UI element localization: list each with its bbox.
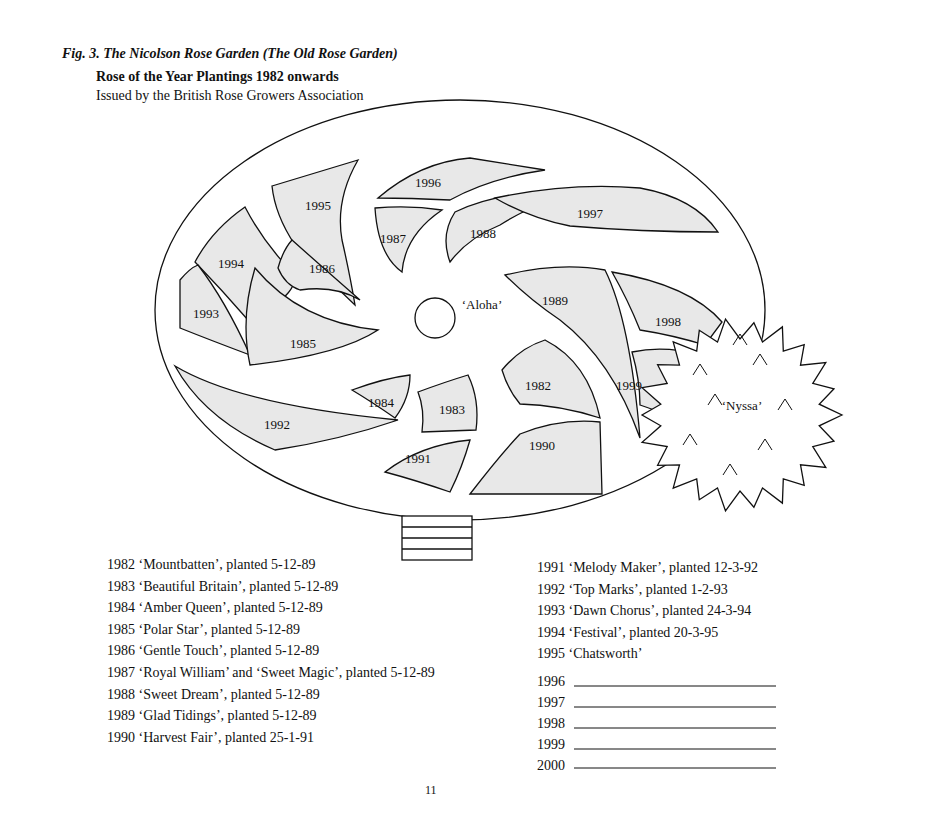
- rose-bed-label: 1999: [614, 377, 644, 394]
- bed-year: 1986: [309, 261, 335, 276]
- bed-year: 1984: [368, 395, 394, 410]
- figure-title: Fig. 3. The Nicolson Rose Garden (The Ol…: [62, 46, 398, 62]
- bed-year: 1994: [218, 256, 244, 271]
- planting-entry: 1989 ‘Glad Tidings’, planted 5-12-89: [107, 707, 317, 724]
- steps: [402, 516, 472, 560]
- rose-bed: [385, 440, 470, 492]
- bed-year: 1996: [415, 175, 441, 190]
- rose-bed: [375, 207, 442, 272]
- rose-bed-label: 1988: [468, 225, 498, 242]
- bed-year: ‘Nyssa’: [722, 398, 762, 413]
- rose-bed-label: 1990: [527, 437, 557, 454]
- bed-year: 1983: [439, 402, 465, 417]
- rose-bed: [495, 186, 718, 232]
- rose-bed-label: 1992: [262, 416, 292, 433]
- rose-bed: [278, 240, 360, 300]
- planting-entry: 1987 ‘Royal William’ and ‘Sweet Magic’, …: [107, 664, 435, 681]
- plant-label: ‘Nyssa’: [720, 397, 764, 414]
- bed-year: 1991: [405, 451, 431, 466]
- rose-bed-label: 1991: [403, 450, 433, 467]
- rose-bed-label: 1993: [191, 305, 221, 322]
- rose-bed-label: 1998: [653, 313, 683, 330]
- rose-bed-label: 1983: [437, 401, 467, 418]
- foliage-mark: [753, 354, 767, 365]
- subtitle: Issued by the British Rose Growers Assoc…: [96, 87, 364, 104]
- planting-entry: 1986 ‘Gentle Touch’, planted 5-12-89: [107, 642, 319, 659]
- bed-year: 1988: [470, 226, 496, 241]
- foliage-mark: [683, 434, 697, 445]
- bed-year: 1990: [529, 438, 555, 453]
- subtitle: Rose of the Year Plantings 1982 onwards: [96, 68, 339, 85]
- rose-bed-label: 1989: [540, 292, 570, 309]
- rose-bed: [180, 265, 250, 355]
- foliage-mark: [758, 439, 772, 450]
- foliage-mark: [733, 334, 747, 345]
- rose-bed-label: 1984: [366, 394, 396, 411]
- planting-entry: 1982 ‘Mountbatten’, planted 5-12-89: [107, 556, 315, 573]
- rose-bed-label: 1986: [307, 260, 337, 277]
- bed-year: 1993: [193, 306, 219, 321]
- planting-entry: 1999: [537, 736, 565, 753]
- bed-year: ‘Aloha’: [462, 297, 502, 312]
- rose-bed: [470, 421, 602, 494]
- planting-entry: 1995 ‘Chatsworth’: [537, 645, 642, 662]
- page-number: 11: [425, 782, 437, 799]
- rose-bed-label: 1997: [575, 205, 605, 222]
- rose-bed-label: 1987: [378, 230, 408, 247]
- tree-outline: [642, 319, 842, 511]
- planting-entry: 1990 ‘Harvest Fair’, planted 25-1-91: [107, 729, 314, 746]
- blank-lines: [574, 686, 776, 768]
- planting-entry: 1992 ‘Top Marks’, planted 1-2-93: [537, 581, 728, 598]
- bed-year: 1987: [380, 231, 406, 246]
- foliage-mark: [693, 364, 707, 375]
- plant-label: ‘Aloha’: [460, 296, 504, 313]
- rose-bed-label: 1996: [413, 174, 443, 191]
- rose-bed: [175, 366, 398, 450]
- bed-year: 1998: [655, 314, 681, 329]
- planting-entry: 1985 ‘Polar Star’, planted 5-12-89: [107, 621, 300, 638]
- rose-bed-label: 1982: [523, 377, 553, 394]
- bed-year: 1995: [305, 198, 331, 213]
- bed-year: 1997: [577, 206, 603, 221]
- planting-entry: 1994 ‘Festival’, planted 20-3-95: [537, 624, 718, 641]
- foliage-mark: [778, 399, 792, 410]
- foliage-mark: [723, 464, 737, 475]
- planting-entry: 1996: [537, 673, 565, 690]
- bed-year: 1999: [616, 378, 642, 393]
- planting-entry: 1993 ‘Dawn Chorus’, planted 24-3-94: [537, 602, 751, 619]
- planting-entry: 1984 ‘Amber Queen’, planted 5-12-89: [107, 599, 323, 616]
- planting-entry: 1998: [537, 715, 565, 732]
- planting-entry: 2000: [537, 757, 565, 774]
- planting-entry: 1991 ‘Melody Maker’, planted 12-3-92: [537, 559, 758, 576]
- planting-entry: 1983 ‘Beautiful Britain’, planted 5-12-8…: [107, 578, 338, 595]
- planting-entry: 1997: [537, 694, 565, 711]
- rose-bed: [246, 268, 378, 365]
- rose-bed: [502, 340, 600, 418]
- bed-year: 1985: [290, 336, 316, 351]
- foliage-mark: [708, 394, 722, 405]
- bed-year: 1992: [264, 417, 290, 432]
- centre-bed: [415, 298, 455, 338]
- rose-bed-label: 1985: [288, 335, 318, 352]
- rose-bed-label: 1995: [303, 197, 333, 214]
- planting-entry: 1988 ‘Sweet Dream’, planted 5-12-89: [107, 686, 320, 703]
- rose-bed: [352, 375, 410, 418]
- rose-bed: [418, 375, 477, 432]
- bed-year: 1989: [542, 293, 568, 308]
- bed-year: 1982: [525, 378, 551, 393]
- rose-bed-label: 1994: [216, 255, 246, 272]
